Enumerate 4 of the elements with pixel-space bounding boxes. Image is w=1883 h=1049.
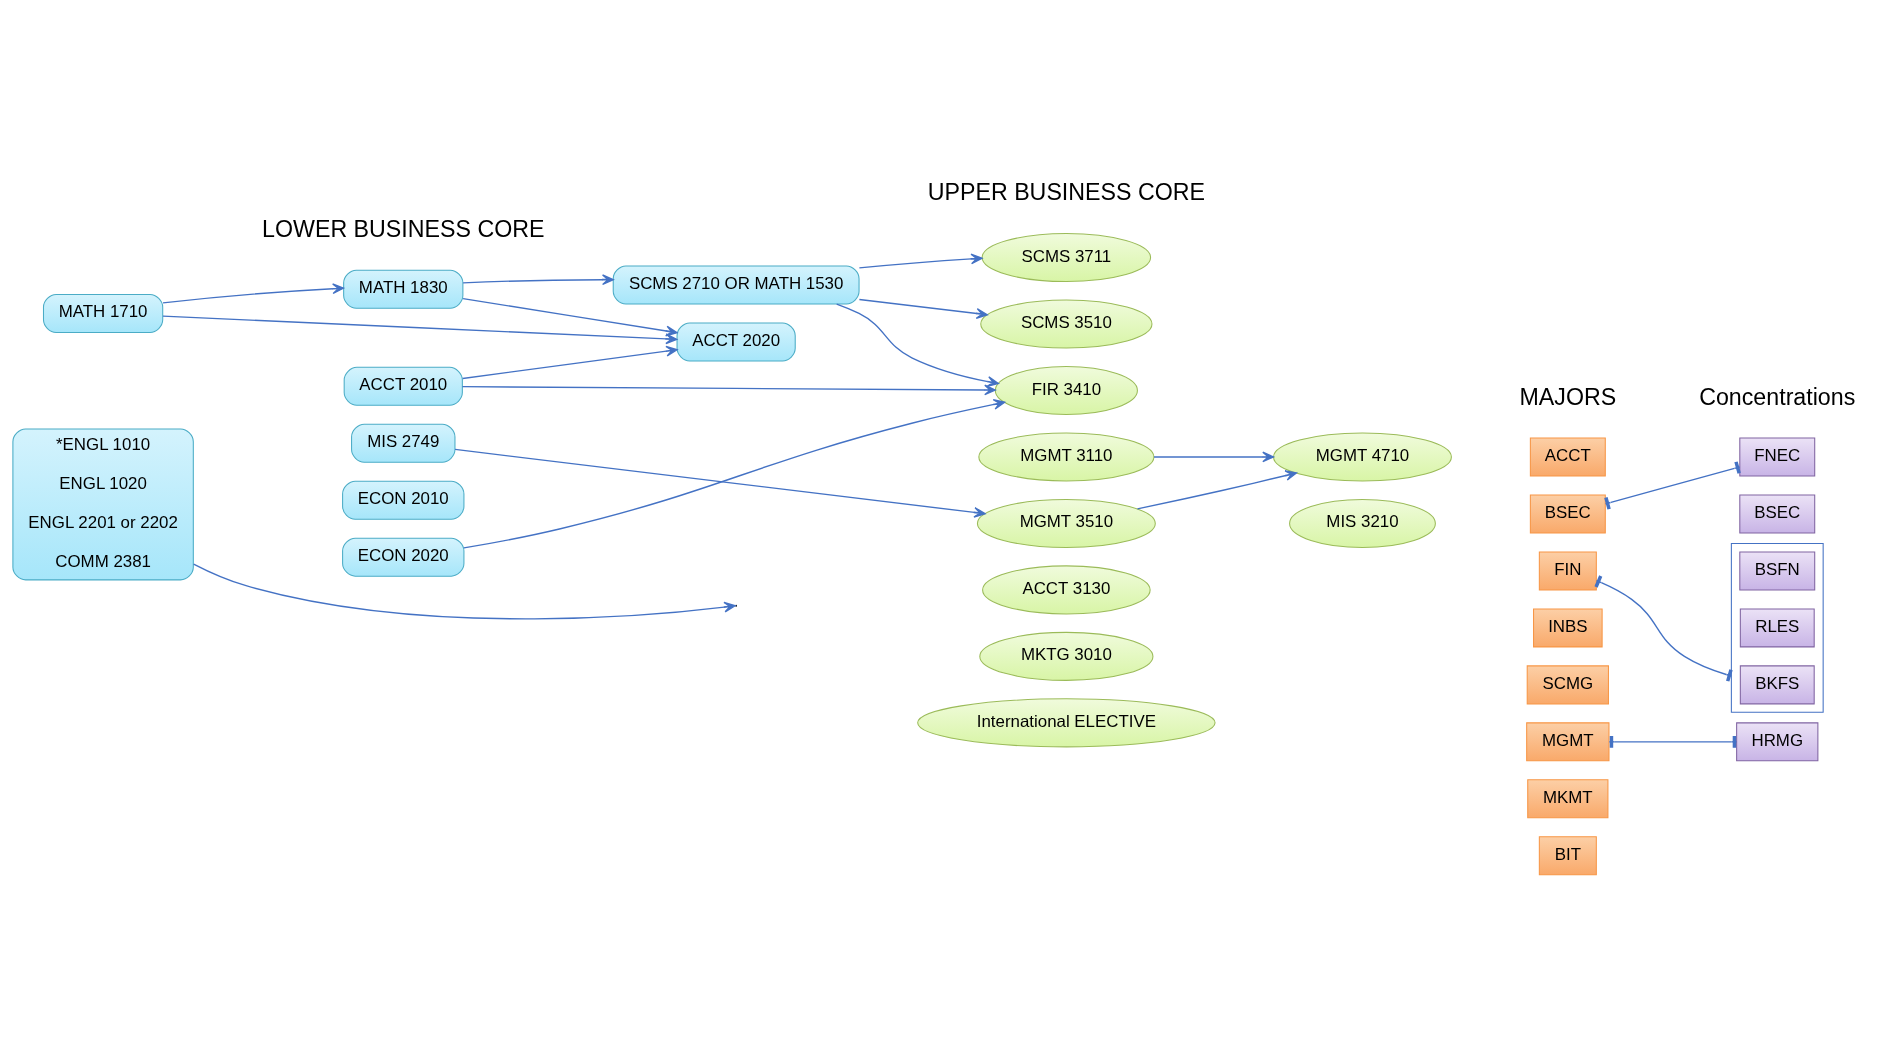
label: LOWER BUSINESS CORE bbox=[262, 216, 545, 243]
label: MAJORS bbox=[1519, 383, 1617, 410]
label: UPPER BUSINESS CORE bbox=[927, 179, 1205, 206]
label: Concentrations bbox=[1699, 383, 1856, 410]
